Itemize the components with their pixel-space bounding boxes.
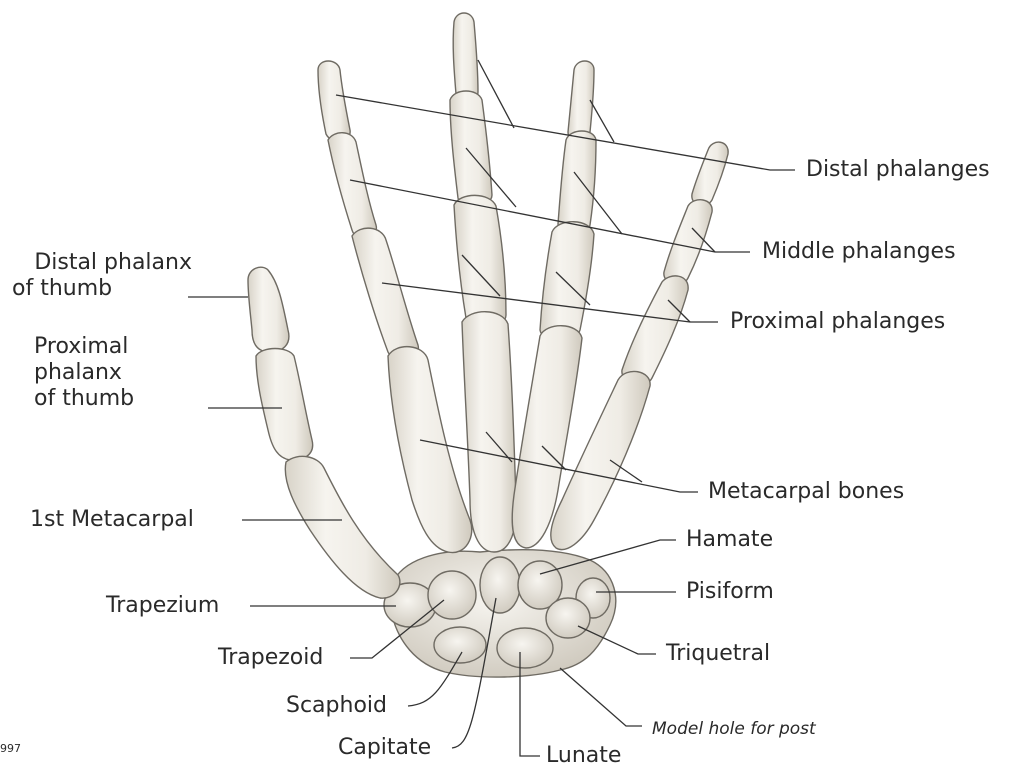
lunate-bone: [497, 628, 553, 668]
index-distal-phalanx: [318, 61, 350, 141]
label-model-hole: Model hole for post: [652, 716, 816, 742]
ring-proximal-phalanx: [540, 222, 594, 341]
label-lunate: Lunate: [546, 743, 621, 769]
label-proximal-phalanges: Proximal phalanges: [730, 309, 945, 335]
label-distal-phalanx-thumb: Distal phalanx of thumb: [10, 250, 192, 302]
page-mark: 997: [0, 736, 21, 762]
label-distal-phalanges: Distal phalanges: [806, 157, 990, 183]
label-trapezium: Trapezium: [106, 593, 219, 619]
thumb-proximal-phalanx: [256, 349, 313, 461]
label-metacarpal-bones: Metacarpal bones: [708, 479, 904, 505]
capitate-bone: [480, 557, 520, 613]
label-proximal-phalanx-thumb-line1: Proximal: [34, 334, 204, 360]
label-scaphoid: Scaphoid: [286, 693, 387, 719]
index-metacarpal: [388, 347, 472, 553]
label-middle-phalanges: Middle phalanges: [762, 239, 956, 265]
label-capitate: Capitate: [338, 735, 431, 761]
label-pisiform: Pisiform: [686, 579, 774, 605]
little-distal-phalanx: [692, 142, 728, 206]
label-first-metacarpal: 1st Metacarpal: [30, 507, 194, 533]
thumb-distal-phalanx: [248, 267, 289, 352]
carpal-bones: [384, 550, 616, 677]
label-triquetral: Triquetral: [666, 641, 770, 667]
middle-distal-phalanx: [453, 13, 478, 102]
label-trapezoid: Trapezoid: [218, 645, 323, 671]
finger-bones: [248, 13, 728, 598]
middle-metacarpal: [462, 312, 516, 552]
label-proximal-phalanx-thumb: Proximal phalanx of thumb: [34, 334, 204, 412]
middle-middle-phalanx: [450, 91, 492, 206]
thumb-metacarpal: [285, 456, 400, 598]
scaphoid-bone: [434, 627, 486, 663]
triquetral-bone: [546, 598, 590, 638]
little-proximal-phalanx: [622, 276, 688, 385]
index-middle-phalanx: [328, 133, 376, 238]
leader-model-hole: [560, 668, 642, 726]
label-proximal-phalanx-thumb-line3: of thumb: [34, 386, 204, 412]
trapezoid-bone: [428, 571, 476, 619]
index-proximal-phalanx: [352, 228, 418, 360]
middle-proximal-phalanx: [454, 195, 506, 327]
label-distal-phalanx-thumb-line1: Distal phalanx: [10, 250, 192, 276]
label-distal-phalanx-thumb-line2: of thumb: [10, 276, 192, 302]
ring-middle-phalanx: [558, 131, 596, 235]
label-proximal-phalanx-thumb-line2: phalanx: [34, 360, 204, 386]
label-hamate: Hamate: [686, 527, 773, 553]
